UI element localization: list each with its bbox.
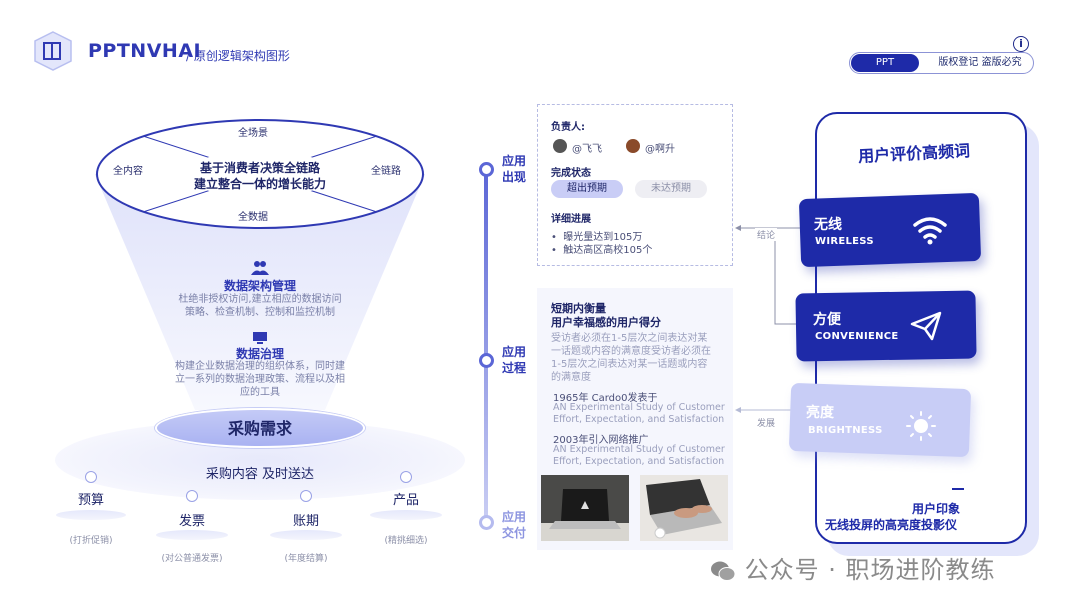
connector-label-conclusion: 结论	[755, 228, 778, 241]
timeline-node	[479, 515, 494, 530]
progress-item-2: 触达高区高校105个	[563, 245, 653, 256]
item-bar	[156, 530, 228, 540]
impression-desc: 无线投屏的高亮度投影仪	[825, 518, 958, 532]
timeline-label-process-1: 应用	[502, 345, 527, 359]
timeline-line	[484, 168, 488, 518]
item-bar	[370, 510, 442, 520]
item-sub-invoice: (对公普通发票)	[161, 554, 223, 564]
item-sub-payment-term: (年度结算)	[284, 554, 328, 564]
status-title: 完成状态	[551, 168, 591, 179]
data-governance-title: 数据治理	[235, 347, 284, 361]
owner-name-1: @飞飞	[572, 144, 602, 155]
item-label-budget: 预算	[77, 493, 104, 508]
sun-icon	[905, 410, 937, 442]
item-sub-budget: (打折促销)	[69, 536, 113, 546]
impression-title: 用户印象	[912, 502, 961, 516]
header-pill	[849, 52, 1034, 74]
timeline-node	[479, 353, 494, 368]
cell-all-data: 全数据	[238, 212, 268, 223]
timeline-label-deliver-1: 应用	[502, 510, 527, 524]
ref1-line1: 1965年 Cardo0发表于	[553, 393, 658, 404]
monitor-icon	[252, 330, 268, 344]
funnel-center-line2: 建立整合一体的增长能力	[193, 177, 326, 191]
ref2-line1: 2003年引入网络推广	[553, 435, 649, 446]
score-desc-3: 1-5层次之间表达对某一话题或内容	[551, 359, 708, 370]
paper-plane-icon	[910, 310, 942, 342]
item-dot	[85, 471, 97, 483]
item-dot	[186, 490, 198, 502]
owner-title: 负责人:	[551, 122, 585, 133]
timeline-node	[479, 162, 494, 177]
ref2-line2: AN Experimental Study of Customer	[553, 444, 725, 455]
card-wireless-en: WIRELESS	[815, 236, 874, 247]
typing-photo	[640, 475, 728, 541]
timeline-label-deliver-2: 交付	[502, 526, 527, 540]
funnel-shape	[95, 174, 425, 410]
funnel-top-ellipse	[96, 119, 424, 229]
avatar	[553, 139, 567, 153]
wechat-icon	[710, 560, 736, 582]
purchase-demand-pill: 采购需求	[155, 408, 365, 448]
item-label-product: 产品	[392, 493, 419, 508]
data-architecture-title: 数据架构管理	[223, 279, 296, 293]
card-wireless-cn: 无线	[814, 217, 842, 233]
item-sub-product: (精挑细选)	[384, 536, 428, 546]
item-dot	[300, 490, 312, 502]
score-desc-2: 一话题或内容的满意度受访者必须在	[551, 346, 711, 357]
card-convenience-cn: 方便	[813, 312, 841, 328]
funnel-center-line1: 基于消费者决策全链路	[199, 161, 320, 175]
users-icon	[250, 260, 270, 276]
connector-label-development: 发展	[755, 416, 778, 429]
score-title-1: 短期内衡量	[551, 302, 606, 315]
data-governance-desc2: 立一系列的数据治理政策、流程以及相	[175, 374, 345, 385]
progress-item-1: 曝光量达到105万	[563, 232, 643, 243]
item-bar	[270, 530, 342, 540]
score-title-2: 用户幸福感的用户得分	[551, 316, 661, 329]
cell-all-links: 全链路	[371, 166, 401, 177]
impression-divider	[952, 488, 964, 490]
pill-ppt-tab[interactable]: PPT	[851, 54, 919, 72]
tag-exceeded[interactable]: 超出预期	[551, 180, 623, 198]
info-icon[interactable]: i	[1013, 36, 1029, 52]
progress-item: • 触达高区高校105个	[551, 245, 653, 256]
avatar	[626, 139, 640, 153]
timeline-label-appear-2: 出现	[502, 170, 527, 184]
card-brightness-en: BRIGHTNESS	[808, 425, 883, 436]
score-desc-1: 受访者必须在1-5层次之间表达对某	[551, 333, 708, 344]
ref1-line3: Effort, Expectation, and Satisfaction	[553, 414, 725, 425]
item-dot	[400, 471, 412, 483]
data-governance-desc3: 应的工具	[240, 387, 280, 398]
score-desc-4: 的满意度	[551, 372, 591, 383]
progress-title: 详细进展	[551, 214, 591, 225]
watermark-text: 公众号 · 职场进阶教练	[744, 556, 996, 584]
data-governance-desc1: 构建企业数据治理的组织体系，同时建	[175, 361, 345, 372]
data-architecture-desc2: 策略、检查机制、控制和监控机制	[185, 307, 335, 318]
item-label-invoice: 发票	[178, 514, 205, 529]
logo-icon	[32, 30, 74, 72]
brand-subtitle: / 原创逻辑架构图形	[186, 49, 290, 63]
item-label-payment-term: 账期	[292, 514, 319, 529]
cell-all-content: 全内容	[113, 166, 143, 177]
pill-copyright-tab[interactable]: 版权登记 盗版必究	[938, 57, 1022, 68]
base-label: 采购内容 及时送达	[205, 467, 315, 482]
timeline-label-process-2: 过程	[502, 361, 527, 375]
tag-not-met[interactable]: 未达预期	[635, 180, 707, 198]
item-bar	[56, 510, 126, 520]
ref2-line3: Effort, Expectation, and Satisfaction	[553, 456, 725, 467]
card-convenience-en: CONVENIENCE	[815, 331, 899, 342]
owner-name-2: @啊升	[645, 144, 675, 155]
brand-name: PPTNVHAI	[88, 40, 202, 62]
wechat-watermark: 公众号 · 职场进阶教练	[710, 550, 996, 585]
card-brightness-cn: 亮度	[806, 405, 834, 421]
ref1-line2: AN Experimental Study of Customer	[553, 402, 725, 413]
timeline-label-appear-1: 应用	[502, 154, 527, 168]
laptop-photo	[541, 475, 629, 541]
progress-item: • 曝光量达到105万	[551, 232, 643, 243]
wifi-icon	[912, 211, 948, 247]
cell-all-scenes: 全场景	[238, 128, 268, 139]
data-architecture-desc1: 杜绝非授权访问,建立相应的数据访问	[178, 294, 342, 305]
